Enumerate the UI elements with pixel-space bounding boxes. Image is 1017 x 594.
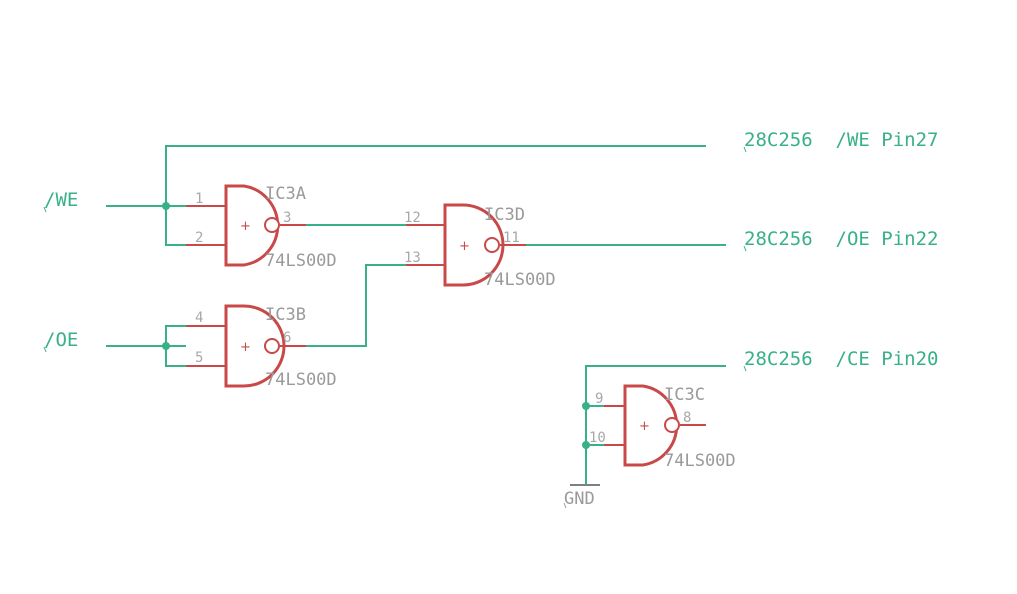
origin-tick — [563, 502, 567, 509]
nand-body — [443, 203, 505, 287]
gate-center-mark: + — [639, 419, 650, 434]
pin-number: 1 — [195, 191, 203, 207]
net-label-oe-pin22: 28C256 /OE Pin22 — [744, 228, 938, 250]
gate-value: 74LS00D — [265, 251, 337, 271]
gate-ic3a[interactable]: + 1 2 3 IC3A 74LS00D — [186, 184, 337, 271]
net-labels: /WE /OE 28C256 /WE Pin27 28C256 /OE Pin2… — [43, 129, 938, 372]
origin-tick — [743, 245, 747, 252]
gate-center-mark: + — [240, 219, 251, 234]
net-label-ce-pin20: 28C256 /CE Pin20 — [744, 348, 938, 370]
pin-number: 4 — [195, 310, 203, 326]
net-oe — [106, 325, 186, 367]
gate-center-mark: + — [240, 340, 251, 355]
pin-number: 9 — [595, 391, 603, 407]
gate-name: IC3B — [265, 305, 306, 325]
origin-tick — [43, 206, 47, 213]
gate-center-mark: + — [459, 239, 470, 254]
pin-number: 12 — [404, 210, 421, 226]
gate-value: 74LS00D — [265, 370, 337, 390]
origin-tick — [743, 146, 747, 153]
gate-name: IC3D — [484, 205, 525, 225]
gate-value: 74LS00D — [484, 270, 556, 290]
net-label-we-pin27: 28C256 /WE Pin27 — [744, 129, 938, 151]
gate-ic3b[interactable]: + 4 5 6 IC3B 74LS00D — [186, 304, 337, 390]
pin-number: 8 — [683, 410, 691, 426]
junction-dot — [162, 202, 170, 210]
net-ic3b-to-ic3d — [306, 264, 406, 347]
inversion-bubble — [484, 237, 500, 253]
pin-number: 3 — [283, 210, 291, 226]
pin-number: 2 — [195, 230, 203, 246]
net-label-oe: /OE — [44, 329, 78, 351]
gnd-label: GND — [564, 489, 595, 509]
inversion-bubble — [264, 217, 280, 233]
gate-ic3c[interactable]: + 9 10 8 IC3C 74LS00D — [589, 384, 736, 471]
pin-number: 10 — [589, 430, 606, 446]
junction-dot — [582, 402, 590, 410]
pin-number: 5 — [195, 350, 203, 366]
pin-number: 11 — [503, 230, 520, 246]
junction-dot — [582, 441, 590, 449]
gate-pins — [186, 205, 306, 246]
junctions — [162, 202, 590, 449]
net-we — [106, 145, 706, 246]
gnd-symbol: GND — [563, 484, 600, 509]
gate-value: 74LS00D — [664, 451, 736, 471]
net-label-we: /WE — [44, 189, 78, 211]
inversion-bubble — [264, 338, 280, 354]
gate-ic3d[interactable]: + 12 13 11 IC3D 74LS00D — [404, 203, 556, 290]
inversion-bubble — [664, 417, 680, 433]
pin-number: 13 — [404, 250, 421, 266]
gate-name: IC3C — [664, 385, 705, 405]
origin-tick — [43, 346, 47, 353]
gate-name: IC3A — [265, 184, 306, 204]
origin-tick — [743, 365, 747, 372]
nand-body — [224, 304, 286, 388]
gate-pins — [604, 405, 706, 446]
pin-number: 6 — [283, 330, 291, 346]
junction-dot — [162, 342, 170, 350]
